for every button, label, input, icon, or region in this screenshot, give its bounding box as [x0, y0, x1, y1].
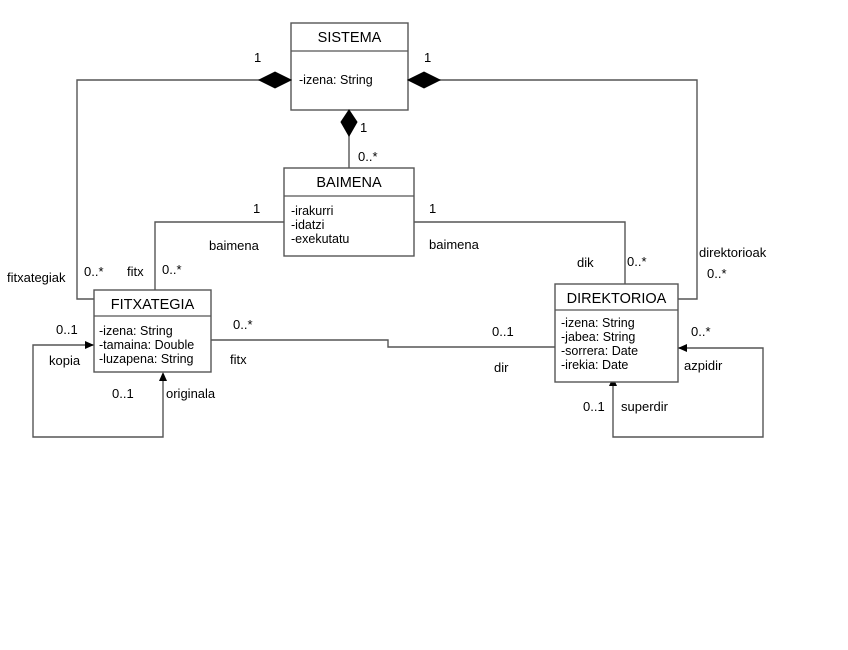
class-attr-sistema-0: -izena: String — [299, 73, 373, 87]
role-baimena-right: baimena — [429, 237, 480, 252]
mult-kopia: 0..1 — [56, 322, 78, 337]
role-baimena-left: baimena — [209, 238, 260, 253]
class-box-sistema[interactable]: SISTEMA -izena: String — [290, 22, 409, 111]
class-box-fitxategia[interactable]: FITXATEGIA -izena: String -tamaina: Doub… — [93, 289, 212, 373]
composition-diamond-sistema-bottom — [340, 109, 358, 138]
mult-sistema-bottom: 1 — [360, 120, 367, 135]
assoc-line-fitxategia-direktorioa — [211, 339, 555, 348]
mult-baimena-right: 1 — [429, 201, 436, 216]
role-direktorioak: direktorioak — [699, 245, 767, 260]
class-attr-baimena-0: -irakurri — [291, 204, 333, 218]
role-fitx-dir: fitx — [230, 352, 247, 367]
role-superdir: superdir — [621, 399, 669, 414]
mult-azpidir: 0..* — [691, 324, 711, 339]
class-attr-fitxategia-1: -tamaina: Double — [99, 338, 194, 352]
mult-fitx-baimena: 0..* — [162, 262, 182, 277]
mult-dir: 0..1 — [492, 324, 514, 339]
arrowhead-kopia — [85, 341, 94, 349]
class-box-direktorioa[interactable]: DIREKTORIOA -izena: String -jabea: Strin… — [554, 283, 679, 383]
class-attr-baimena-1: -idatzi — [291, 218, 324, 232]
role-kopia: kopia — [49, 353, 81, 368]
arrowhead-originala — [159, 372, 167, 381]
mult-sistema-left: 1 — [254, 50, 261, 65]
class-attr-direktorioa-2: -sorrera: Date — [561, 344, 638, 358]
mult-baimena-top: 0..* — [358, 149, 378, 164]
role-azpidir: azpidir — [684, 358, 723, 373]
role-originala: originala — [166, 386, 216, 401]
mult-superdir: 0..1 — [583, 399, 605, 414]
assoc-line-baimena-direktorioa — [414, 221, 626, 284]
class-name-direktorioa: DIREKTORIOA — [567, 291, 667, 307]
composition-diamond-sistema-left — [257, 71, 293, 89]
mult-fitxategiak: 0..* — [84, 264, 104, 279]
class-attr-fitxategia-2: -luzapena: String — [99, 352, 194, 366]
arrowhead-azpidir — [678, 344, 687, 352]
class-attr-fitxategia-0: -izena: String — [99, 324, 173, 338]
assoc-line-fitxategia-self — [32, 344, 164, 438]
class-box-direktorioa-rect — [554, 283, 679, 383]
assoc-line-sistema-fitxategia — [76, 79, 275, 300]
class-box-baimena[interactable]: BAIMENA -irakurri -idatzi -exekutatu — [283, 167, 415, 257]
mult-direktorioak: 0..* — [707, 266, 727, 281]
assoc-line-baimena-fitxategia — [154, 221, 284, 290]
class-name-fitxategia: FITXATEGIA — [111, 297, 195, 313]
mult-sistema-right: 1 — [424, 50, 431, 65]
role-fitx-baimena: fitx — [127, 264, 144, 279]
composition-diamond-sistema-right — [406, 71, 442, 89]
role-fitxategiak: fitxategiak — [7, 270, 66, 285]
class-box-sistema-rect — [290, 22, 409, 111]
mult-fitx-dir: 0..* — [233, 317, 253, 332]
class-attr-direktorioa-3: -irekia: Date — [561, 358, 628, 372]
role-dik: dik — [577, 255, 594, 270]
class-attr-direktorioa-0: -izena: String — [561, 316, 635, 330]
class-name-sistema: SISTEMA — [318, 30, 382, 46]
assoc-line-sistema-direktorioa — [424, 79, 698, 300]
mult-dik: 0..* — [627, 254, 647, 269]
mult-baimena-left: 1 — [253, 201, 260, 216]
class-name-baimena: BAIMENA — [316, 175, 382, 191]
assoc-line-direktorioa-self — [612, 347, 764, 438]
class-box-fitxategia-rect — [93, 289, 212, 373]
class-attr-direktorioa-1: -jabea: String — [561, 330, 635, 344]
role-dir: dir — [494, 360, 509, 375]
mult-originala: 0..1 — [112, 386, 134, 401]
class-box-baimena-rect — [283, 167, 415, 257]
class-attr-baimena-2: -exekutatu — [291, 232, 349, 246]
